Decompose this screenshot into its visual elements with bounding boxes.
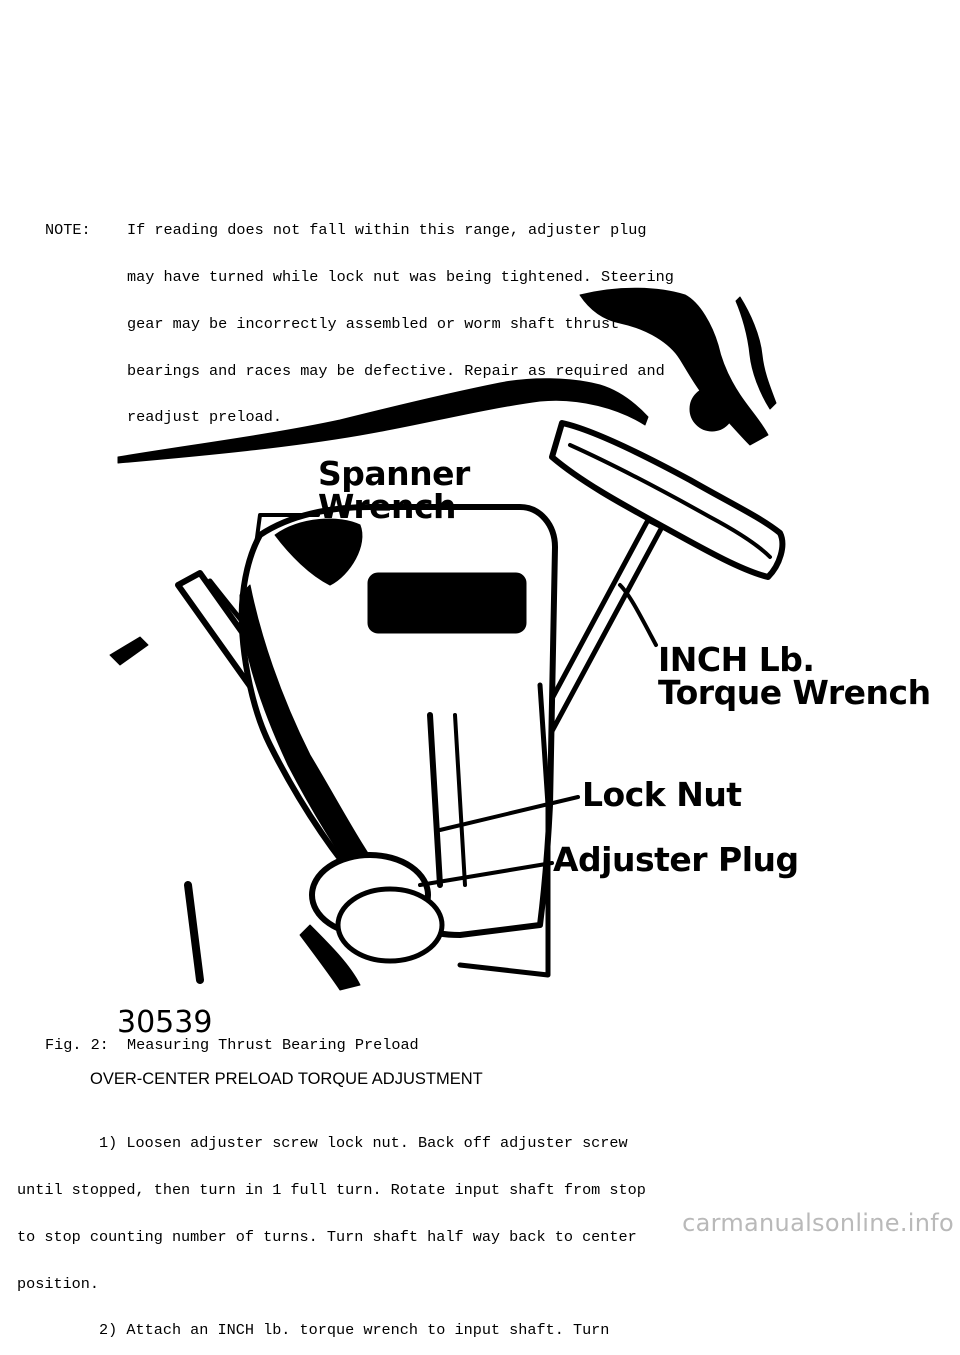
front-edge — [457, 682, 551, 978]
body-line: to stop counting number of turns. Turn s… — [17, 1227, 637, 1246]
top-band — [117, 378, 649, 464]
callout-line: INCH Lb. — [658, 640, 815, 679]
section-body: 1) Loosen adjuster screw lock nut. Back … — [17, 1105, 646, 1355]
note-paragraph: NOTE: If reading does not fall within th… — [45, 192, 674, 442]
callout-adjuster-plug: Adjuster Plug — [553, 840, 799, 879]
callout-line: Spanner — [318, 454, 470, 493]
body-line: 1) Loosen adjuster screw lock nut. Back … — [17, 1134, 628, 1153]
callout-line: Wrench — [318, 487, 457, 526]
note-line: may have turned while lock nut was being… — [45, 267, 674, 286]
body-line: position. — [17, 1274, 100, 1293]
figure-caption: Fig. 2: Measuring Thrust Bearing Preload — [45, 1036, 419, 1054]
front-plate-2 — [453, 713, 467, 887]
figure-illustration: Spanner Wrench INCH Lb. Torque Wrench Lo… — [100, 285, 931, 1045]
callout-spanner-wrench: Spanner Wrench — [318, 457, 470, 523]
callout-lock-nut: Lock Nut — [582, 775, 742, 814]
section-heading: OVER-CENTER PRELOAD TORQUE ADJUSTMENT — [90, 1070, 483, 1088]
body-line: until stopped, then turn in 1 full turn.… — [17, 1180, 646, 1199]
note-line: bearings and races may be defective. Rep… — [45, 361, 665, 380]
left-bolt — [109, 636, 149, 666]
housing-shoulder — [274, 518, 363, 586]
body-line: 2) Attach an INCH lb. torque wrench to i… — [17, 1321, 610, 1340]
callout-line: Torque Wrench — [658, 673, 931, 712]
lock-nut-shape — [335, 886, 445, 964]
wrench-knuckle — [689, 386, 735, 432]
left-bar — [184, 881, 204, 984]
front-plate — [427, 712, 443, 888]
torque-wrench-handle-inner — [568, 443, 772, 559]
lock-nut-leader — [438, 795, 580, 832]
watermark-link[interactable]: carmanualsonline.info — [682, 1209, 954, 1237]
finger-stroke — [735, 296, 777, 410]
adjuster-leader — [418, 861, 554, 887]
torque-wrench-handle — [549, 420, 786, 580]
figure-number: 30539 — [117, 1005, 213, 1040]
note-line: gear may be incorrectly assembled or wor… — [45, 314, 620, 333]
note-line: NOTE: If reading does not fall within th… — [45, 221, 647, 240]
callout-torque-wrench: INCH Lb. Torque Wrench — [658, 643, 931, 709]
steering-gear-drawing — [109, 287, 786, 991]
inch-leader — [618, 583, 658, 647]
spanner-leader — [254, 513, 320, 547]
housing-window — [367, 572, 527, 634]
note-line: readjust preload. — [45, 408, 282, 427]
worm-shaft — [299, 924, 361, 991]
